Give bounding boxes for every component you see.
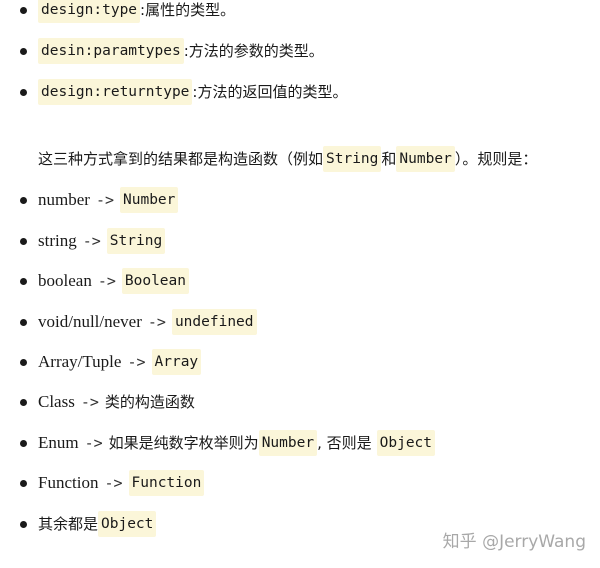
- code-number: Number: [396, 146, 455, 172]
- type-name: void/null/never: [38, 312, 142, 331]
- description: 方法的参数的类型。: [188, 42, 324, 60]
- bullet: [20, 439, 27, 447]
- bullet: [20, 318, 27, 326]
- rules-intro-paragraph: 这三种方式拿到的结果都是构造函数（例如 String 和 Number ）。规则…: [38, 146, 537, 172]
- type-name: 其余都是: [38, 515, 99, 533]
- result-code: Function: [128, 470, 205, 496]
- arrow: ->: [104, 474, 123, 492]
- tail-code: Object: [376, 430, 436, 456]
- type-name: Class: [38, 392, 75, 411]
- arrow: ->: [147, 313, 166, 331]
- result-code: Boolean: [121, 268, 189, 294]
- result-text: 如果是纯数字枚举则为: [108, 434, 259, 452]
- code-paramtypes: desin:paramtypes: [38, 38, 184, 64]
- type-name: boolean: [38, 271, 92, 290]
- paragraph-text: 和: [381, 150, 397, 168]
- result-code: Number: [258, 430, 318, 456]
- separator: :: [183, 42, 189, 60]
- result-code: undefined: [171, 309, 257, 335]
- arrow: ->: [127, 353, 146, 371]
- result-text: 类的构造函数: [104, 393, 195, 411]
- bullet: [20, 398, 27, 406]
- code-returntype: design:returntype: [38, 79, 193, 105]
- arrow: ->: [97, 272, 116, 290]
- bullet: [20, 88, 27, 96]
- type-name: string: [38, 231, 77, 250]
- description: 方法的返回值的类型。: [197, 83, 348, 101]
- bullet: [20, 479, 27, 487]
- code-string: String: [323, 146, 382, 172]
- type-name: Function: [38, 473, 99, 492]
- paragraph-text: 这三种方式拿到的结果都是构造函数（例如: [38, 150, 324, 168]
- bullet: [20, 237, 27, 245]
- result-code: Number: [120, 187, 179, 213]
- tail-text: , 否则是: [317, 434, 372, 452]
- bullet: [20, 47, 27, 55]
- arrow: ->: [95, 191, 114, 209]
- type-name: Enum: [38, 433, 79, 452]
- result-code: Array: [151, 349, 202, 375]
- separator: :: [140, 1, 146, 19]
- separator: :: [192, 83, 198, 101]
- bullet: [20, 358, 27, 366]
- result-code: String: [106, 228, 166, 254]
- code-design-type: design:type: [38, 0, 141, 23]
- arrow: ->: [82, 232, 101, 250]
- bullet: [20, 277, 27, 285]
- bullet: [20, 6, 27, 14]
- description: 属性的类型。: [145, 1, 236, 19]
- type-name: Array/Tuple: [38, 352, 122, 371]
- type-name: number: [38, 190, 90, 209]
- watermark: 知乎 @JerryWang: [442, 532, 586, 552]
- bullet: [20, 520, 27, 528]
- paragraph-text: ）。规则是：: [454, 150, 538, 168]
- arrow: ->: [84, 434, 103, 452]
- bullet: [20, 196, 27, 204]
- result-code: Object: [98, 511, 157, 537]
- arrow: ->: [80, 393, 99, 411]
